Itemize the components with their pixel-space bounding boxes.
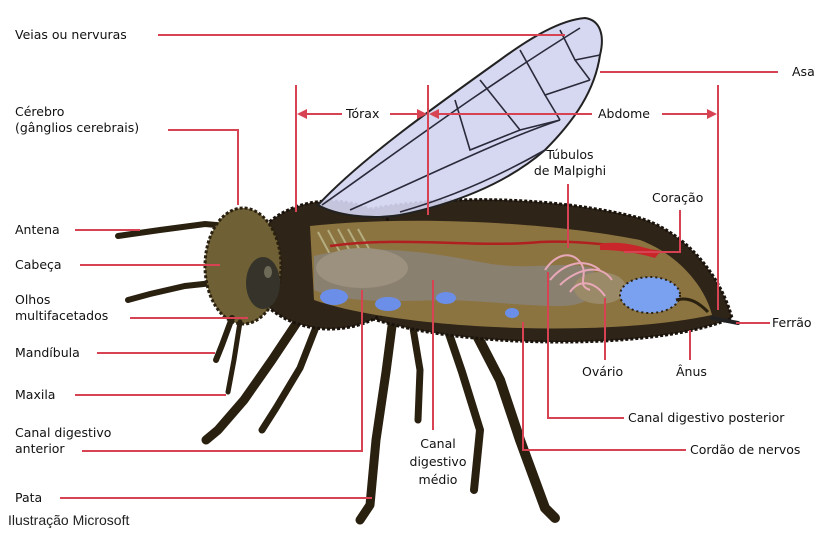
ovary <box>574 272 626 304</box>
leader-line-cerebro <box>168 130 238 205</box>
label-cabeca: Cabeça <box>15 257 62 273</box>
label-asa: Asa <box>792 64 815 80</box>
legs <box>206 318 555 520</box>
label-olhos-line1: Olhos <box>15 292 108 308</box>
label-veias: Veias ou nervuras <box>15 27 127 43</box>
label-antena: Antena <box>15 222 60 238</box>
label-canal-medio: Canal digestivo médio <box>398 435 478 489</box>
label-cerebro-line1: Cérebro <box>15 104 139 120</box>
arrow-torax-left <box>297 109 307 119</box>
illustration-credit: Ilustração Microsoft <box>8 512 129 528</box>
label-maxila: Maxila <box>15 387 55 403</box>
label-cordao: Cordão de nervos <box>690 442 800 458</box>
compound-eye <box>246 257 280 309</box>
label-tubulos: Túbulos de Malpighi <box>520 147 620 179</box>
label-mandibula: Mandíbula <box>15 345 80 361</box>
label-canal-medio-line1: Canal <box>398 435 478 453</box>
label-tubulos-line1: Túbulos <box>520 147 620 163</box>
hind-leg <box>470 322 555 518</box>
crop <box>316 248 408 288</box>
label-cerebro-line2: (gânglios cerebrais) <box>15 120 139 136</box>
eye-highlight <box>264 266 272 278</box>
label-canal-anterior: Canal digestivo anterior <box>15 425 111 457</box>
label-abdome: Abdome <box>598 106 650 122</box>
middle-leg-2 <box>412 322 420 420</box>
mandible <box>216 318 232 360</box>
label-anus: Ânus <box>676 364 707 380</box>
label-cerebro: Cérebro (gânglios cerebrais) <box>15 104 139 136</box>
label-canal-medio-line3: médio <box>398 471 478 489</box>
label-ovario: Ovário <box>582 364 623 380</box>
venom-sac <box>620 277 680 313</box>
label-canal-posterior: Canal digestivo posterior <box>628 410 784 426</box>
label-tubulos-line2: de Malpighi <box>520 163 620 179</box>
label-coracao: Coração <box>652 190 703 206</box>
middle-leg <box>360 326 392 520</box>
label-olhos: Olhos multifacetados <box>15 292 108 324</box>
arrow-abdome-right <box>707 109 717 119</box>
front-leg <box>206 318 300 440</box>
label-ferrao: Ferrão <box>772 315 812 331</box>
label-canal-medio-line2: digestivo <box>398 453 478 471</box>
label-canal-anterior-line2: anterior <box>15 441 111 457</box>
label-olhos-line2: multifacetados <box>15 308 108 324</box>
label-pata: Pata <box>15 490 42 506</box>
label-canal-anterior-line1: Canal digestivo <box>15 425 111 441</box>
label-torax: Tórax <box>346 106 379 122</box>
